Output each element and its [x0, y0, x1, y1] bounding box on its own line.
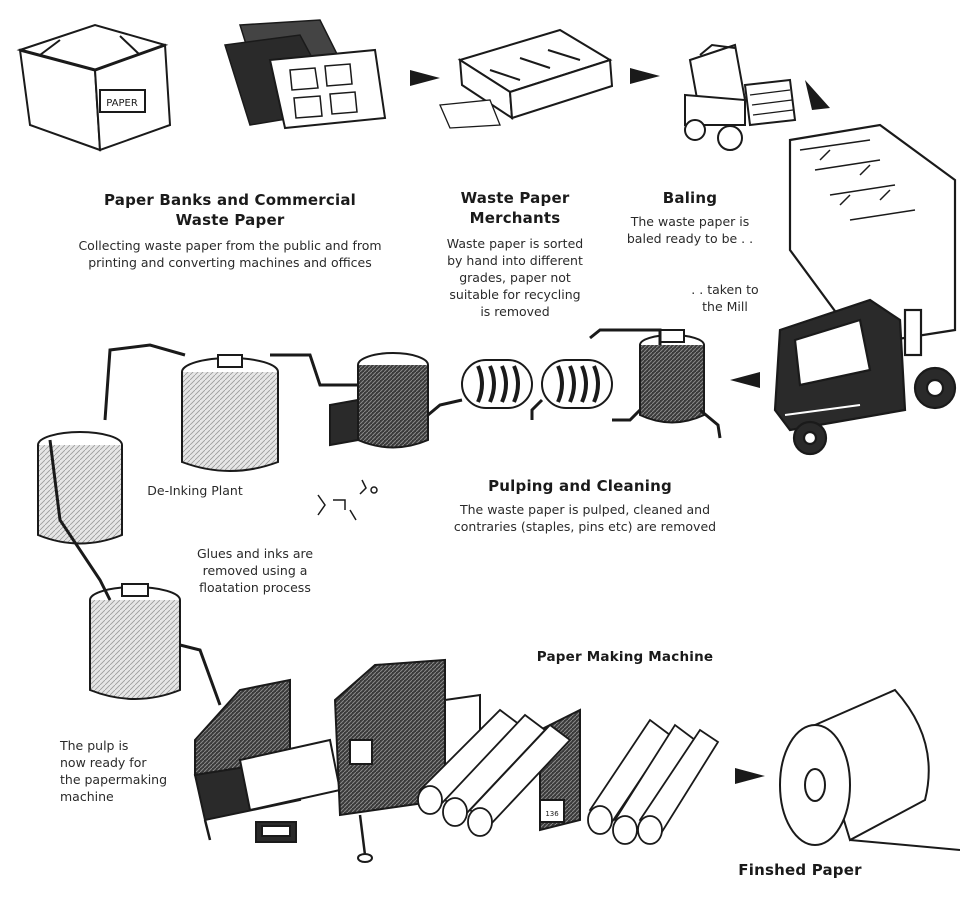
paper-banks-desc-line1: Collecting waste paper from the public a… — [78, 238, 382, 253]
paper-banks-title-line2: Waste Paper — [175, 211, 285, 230]
glues-desc-line3: floatation process — [199, 579, 311, 595]
merchants-desc-line3: grades, paper not — [459, 269, 571, 285]
baling-desc-line1: The waste paper is — [630, 214, 750, 229]
machine-badge: 136 — [545, 810, 559, 818]
merchants-desc-line4: suitable for recycling — [449, 286, 581, 302]
glues-desc-line1: Glues and inks are — [196, 546, 314, 561]
pipework — [48, 328, 662, 706]
waste-paper-stack-icon — [224, 19, 387, 130]
baling-desc-line2: baled ready to be . . — [626, 230, 754, 246]
paper-box-icon: PAPER — [16, 23, 172, 152]
truck-icon — [773, 123, 957, 456]
pulp-ready-desc: The pulp is now ready for the papermakin… — [60, 738, 200, 806]
merchants-title: Waste Paper Merchants — [440, 188, 590, 229]
baling-title: Baling — [662, 189, 718, 207]
glues-desc: Glues and inks are removed using a float… — [165, 546, 345, 597]
pulping-desc-line1: The waste paper is pulped, cleaned and — [459, 502, 711, 517]
screening-tank-icon — [329, 352, 429, 449]
mill-label: . . taken to the Mill — [670, 282, 780, 316]
sorting-tray-icon — [439, 28, 614, 129]
arrow-right-icon — [630, 68, 660, 84]
merchants-desc-line5: is removed — [480, 303, 550, 319]
flotation-tank-icon — [89, 583, 181, 700]
mill-label-line2: the Mill — [702, 298, 748, 314]
pulping-desc-line2: contraries (staples, pins etc) are remov… — [453, 518, 717, 534]
merchants-title-line2: Merchants — [469, 209, 561, 228]
merchants-title-line1: Waste Paper — [460, 189, 570, 207]
pulp-ready-line4: machine — [60, 788, 114, 804]
paper-roll-icon — [779, 688, 960, 851]
forklift-icon — [684, 43, 797, 151]
pulp-ready-line2: now ready for — [60, 754, 147, 770]
arrow-right-icon — [410, 70, 440, 86]
pulping-title: Pulping and Cleaning — [488, 477, 672, 495]
paper-banks-desc: Collecting waste paper from the public a… — [55, 238, 405, 272]
staples-icon — [317, 479, 378, 521]
baling-desc: The waste paper is baled ready to be . . — [615, 214, 765, 248]
paper-banks-title-line1: Paper Banks and Commercial — [103, 191, 356, 209]
paper-banks-desc-line2: printing and converting machines and off… — [88, 254, 372, 270]
rollers-icon — [417, 708, 720, 845]
pulp-ready-line3: the papermaking — [60, 771, 168, 787]
cleaning-drum-icon — [461, 359, 533, 409]
mill-label-line1: . . taken to — [691, 282, 759, 297]
merchants-desc-line1: Waste paper is sorted — [446, 236, 584, 251]
arrow-down-right-icon — [805, 80, 830, 110]
box-paper-label: PAPER — [106, 98, 138, 109]
arrow-right-icon — [735, 768, 765, 784]
pulper-tank-icon — [639, 329, 722, 439]
merchants-desc: Waste paper is sorted by hand into diffe… — [435, 236, 595, 320]
merchants-desc-line2: by hand into different — [447, 252, 583, 268]
machine-title: Paper Making Machine — [536, 649, 714, 665]
deinking-title: De-Inking Plant — [147, 483, 243, 498]
arrow-left-icon — [730, 372, 760, 388]
pulping-desc: The waste paper is pulped, cleaned and c… — [440, 502, 730, 536]
finished-paper-title: Finshed Paper — [738, 861, 862, 879]
paper-banks-title: Paper Banks and Commercial Waste Paper — [80, 190, 380, 231]
glues-desc-line2: removed using a — [202, 562, 308, 578]
deinking-tank-icon — [181, 354, 279, 472]
pulp-ready-line1: The pulp is — [60, 738, 129, 753]
cleaning-drum-icon — [541, 359, 613, 409]
